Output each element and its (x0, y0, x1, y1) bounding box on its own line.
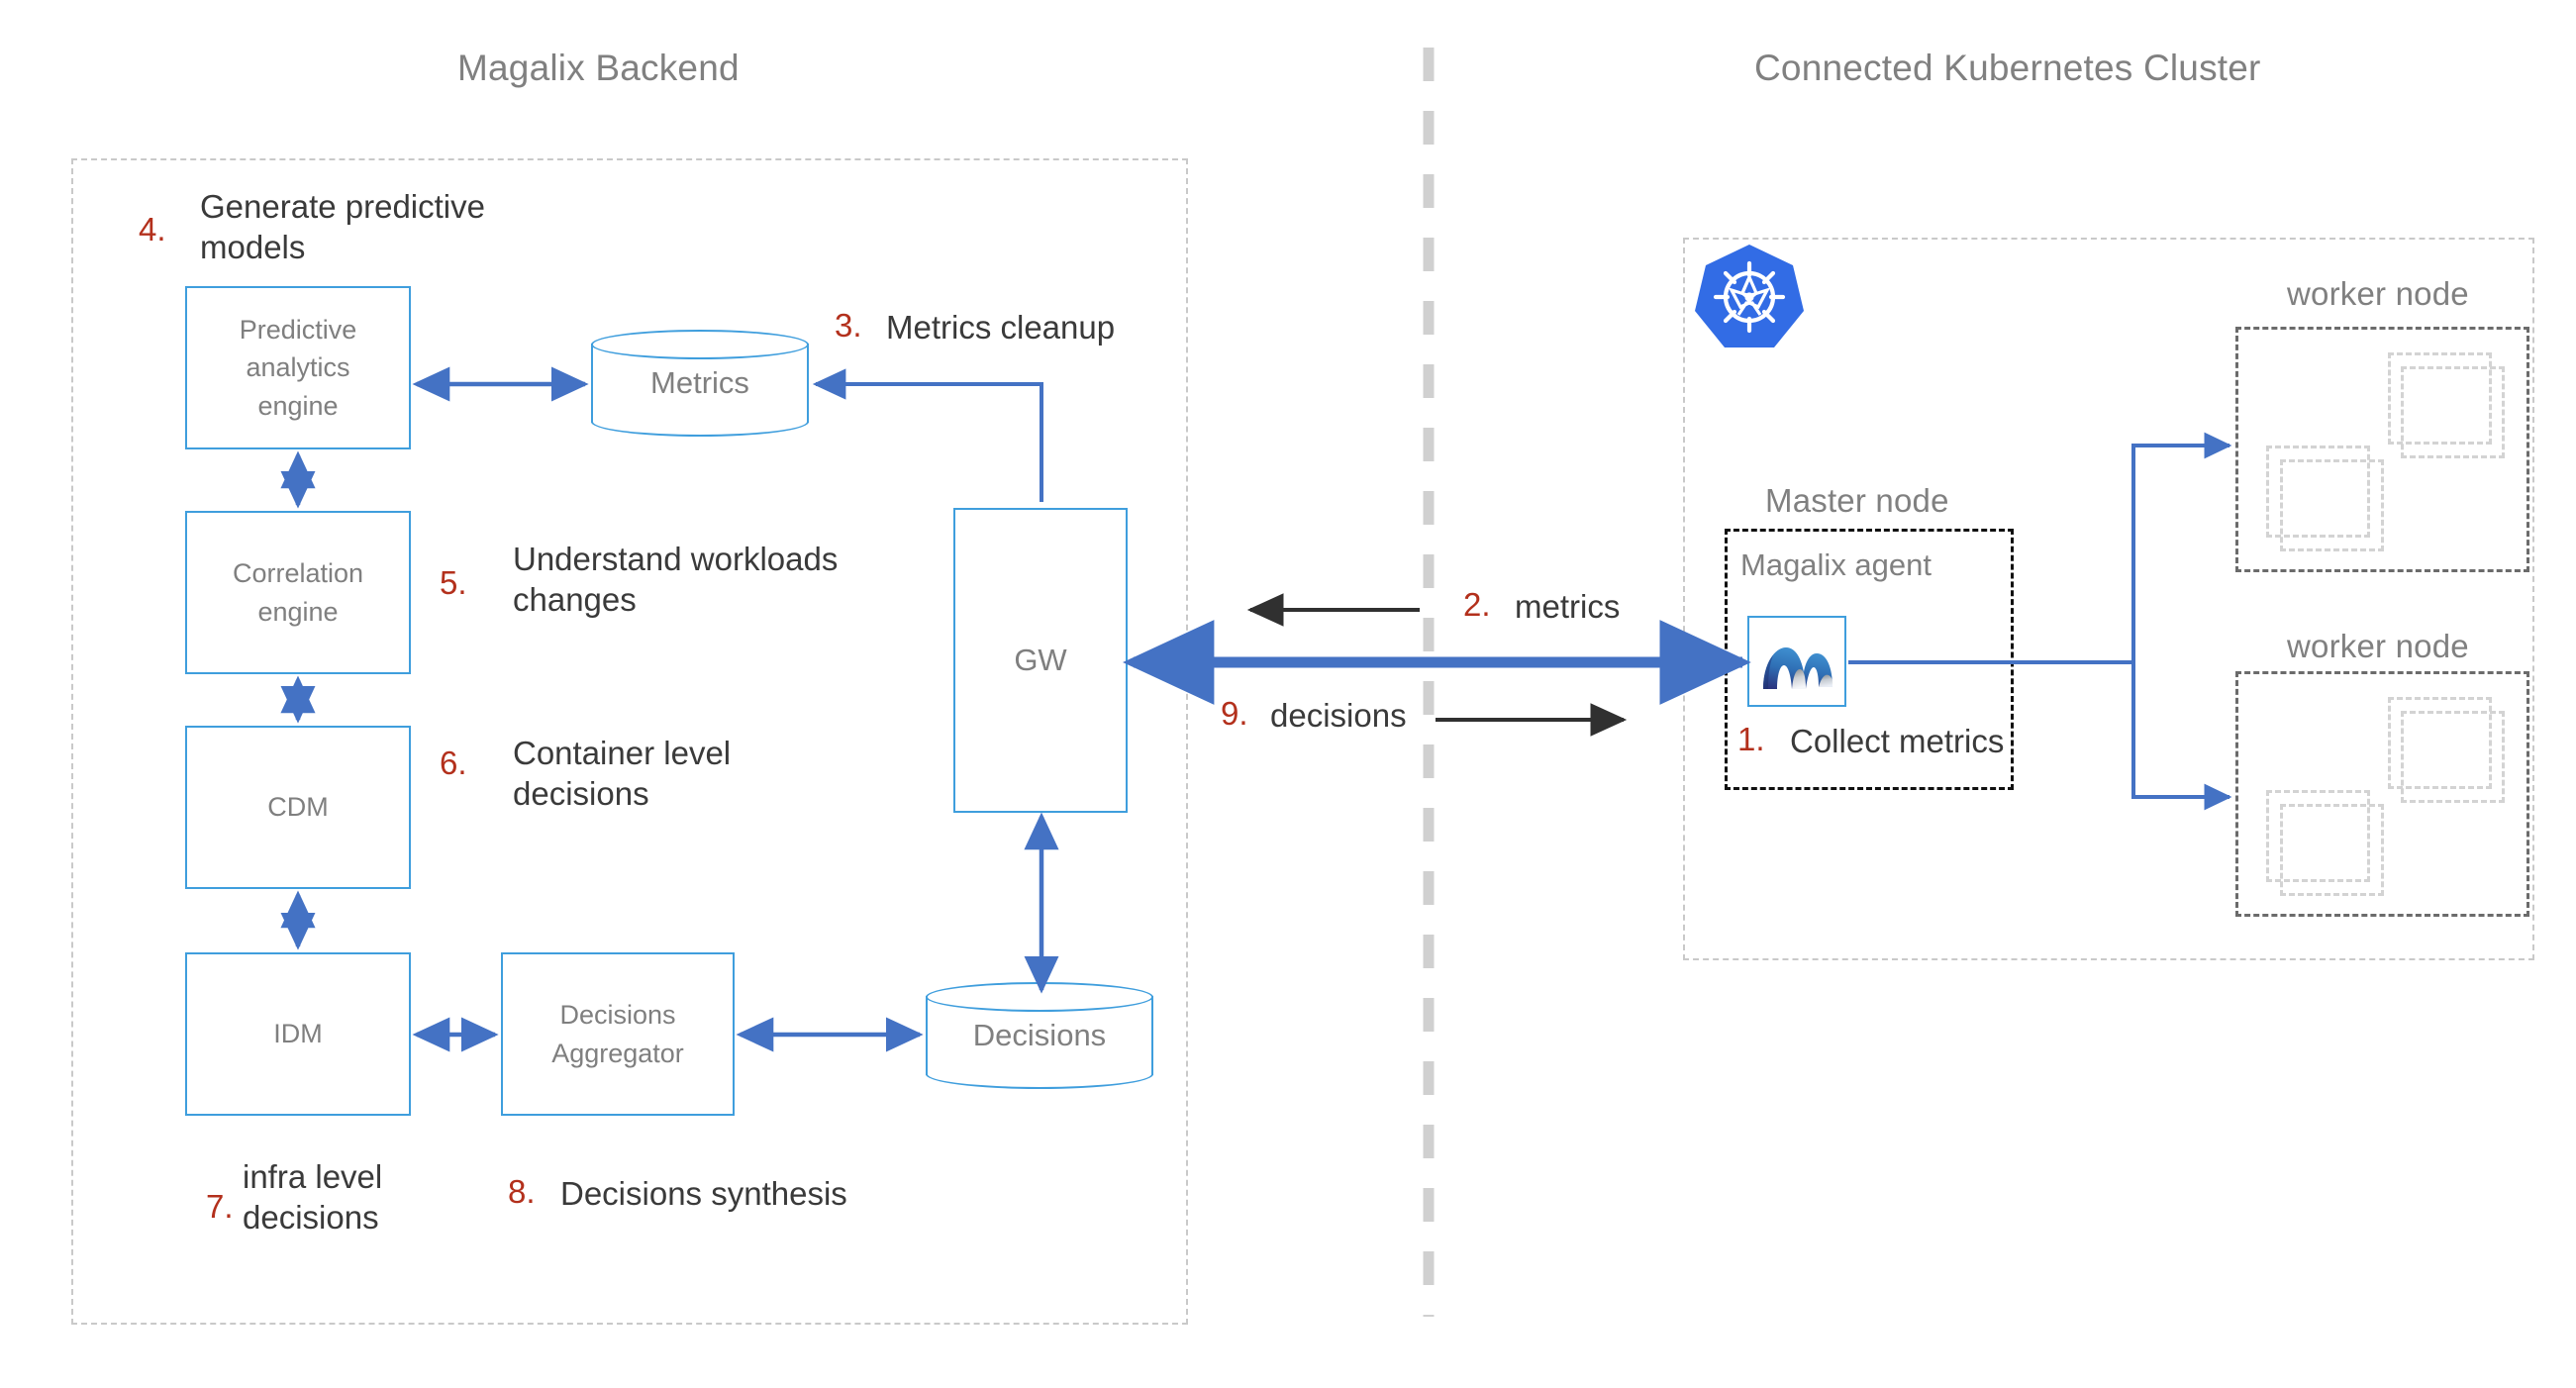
idm-box[interactable]: IDM (185, 952, 411, 1116)
step-2-number: 2. (1463, 586, 1491, 623)
kubernetes-cluster-zone (1683, 238, 2534, 960)
metrics-cylinder-top-ellipse (591, 330, 809, 359)
step-6-number: 6. (440, 744, 467, 781)
worker-node-1-pod-a-front (2401, 366, 2505, 458)
predictive-label-line2: analytics (246, 352, 350, 383)
correlation-label-line2: engine (257, 596, 339, 627)
decisions-cylinder-top-ellipse (926, 982, 1153, 1012)
idm-label: IDM (273, 1019, 323, 1049)
step-7-caption: infra level decisions (243, 1156, 500, 1239)
step-6-line1: Container level (513, 735, 732, 771)
worker-node-2-label: worker node (2287, 628, 2469, 664)
step-4-caption: Generate predictive models (200, 186, 616, 268)
magalix-agent-label: Magalix agent (1740, 547, 1932, 582)
predictive-label-line1: Predictive (239, 315, 357, 345)
step-1-number: 1. (1737, 721, 1765, 757)
worker-node-2-pod-a-front (2401, 711, 2505, 803)
step-4-line2: models (200, 229, 306, 266)
step-7-number: 7. (206, 1188, 234, 1225)
step-1-caption: Collect metrics (1790, 723, 2005, 759)
step-9-caption: decisions (1270, 697, 1407, 734)
step-4-line1: Generate predictive (200, 188, 485, 225)
step-5-line2: changes (513, 581, 637, 619)
right-section-title: Connected Kubernetes Cluster (1754, 48, 2261, 88)
worker-node-1-label: worker node (2287, 275, 2469, 312)
gateway-label: GW (1014, 642, 1067, 677)
aggregator-label-line2: Aggregator (551, 1038, 684, 1068)
cdm-label: CDM (267, 792, 329, 823)
step-4-number: 4. (139, 211, 166, 248)
magalix-backend-zone (71, 158, 1188, 1325)
metrics-datastore[interactable]: Metrics (591, 330, 809, 437)
worker-node-1-pod-a-back (2388, 352, 2492, 445)
step-7-line1: infra level (243, 1158, 383, 1195)
magalix-logo-icon (1747, 616, 1846, 707)
step-5-number: 5. (440, 564, 467, 601)
metrics-label: Metrics (650, 365, 749, 400)
master-node-label: Master node (1765, 482, 1949, 519)
step-3-caption: Metrics cleanup (886, 309, 1116, 346)
decisions-aggregator-box[interactable]: Decisions Aggregator (501, 952, 735, 1116)
step-3-number: 3. (835, 307, 862, 344)
worker-node-2-box[interactable] (2235, 671, 2529, 917)
aggregator-label-line1: Decisions (559, 1000, 676, 1031)
step-5-line1: Understand workloads (513, 541, 839, 577)
worker-node-2-pod-b-front (2280, 804, 2384, 896)
worker-node-2-pod-b-back (2266, 790, 2370, 882)
step-2-caption: metrics (1515, 588, 1621, 625)
step-9-number: 9. (1221, 695, 1248, 732)
worker-node-1-pod-b-back (2266, 446, 2370, 538)
step-8-caption: Decisions synthesis (560, 1175, 847, 1212)
worker-node-1-box[interactable] (2235, 327, 2529, 572)
kubernetes-logo-icon (1695, 242, 1804, 352)
step-6-caption: Container level decisions (513, 733, 988, 815)
decisions-label: Decisions (972, 1018, 1107, 1052)
left-section-title: Magalix Backend (457, 48, 740, 88)
step-6-line2: decisions (513, 775, 649, 813)
decisions-datastore[interactable]: Decisions (926, 982, 1153, 1089)
predictive-label-line3: engine (257, 390, 339, 421)
step-5-caption: Understand workloads changes (513, 539, 1067, 621)
predictive-analytics-engine-box[interactable]: Predictive analytics engine (185, 286, 411, 449)
cdm-box[interactable]: CDM (185, 726, 411, 889)
correlation-label-line1: Correlation (232, 558, 364, 589)
step-7-line2: decisions (243, 1199, 379, 1237)
worker-node-2-pod-a-back (2388, 697, 2492, 789)
correlation-engine-box[interactable]: Correlation engine (185, 511, 411, 674)
worker-node-1-pod-b-front (2280, 459, 2384, 551)
step-8-number: 8. (508, 1173, 536, 1210)
